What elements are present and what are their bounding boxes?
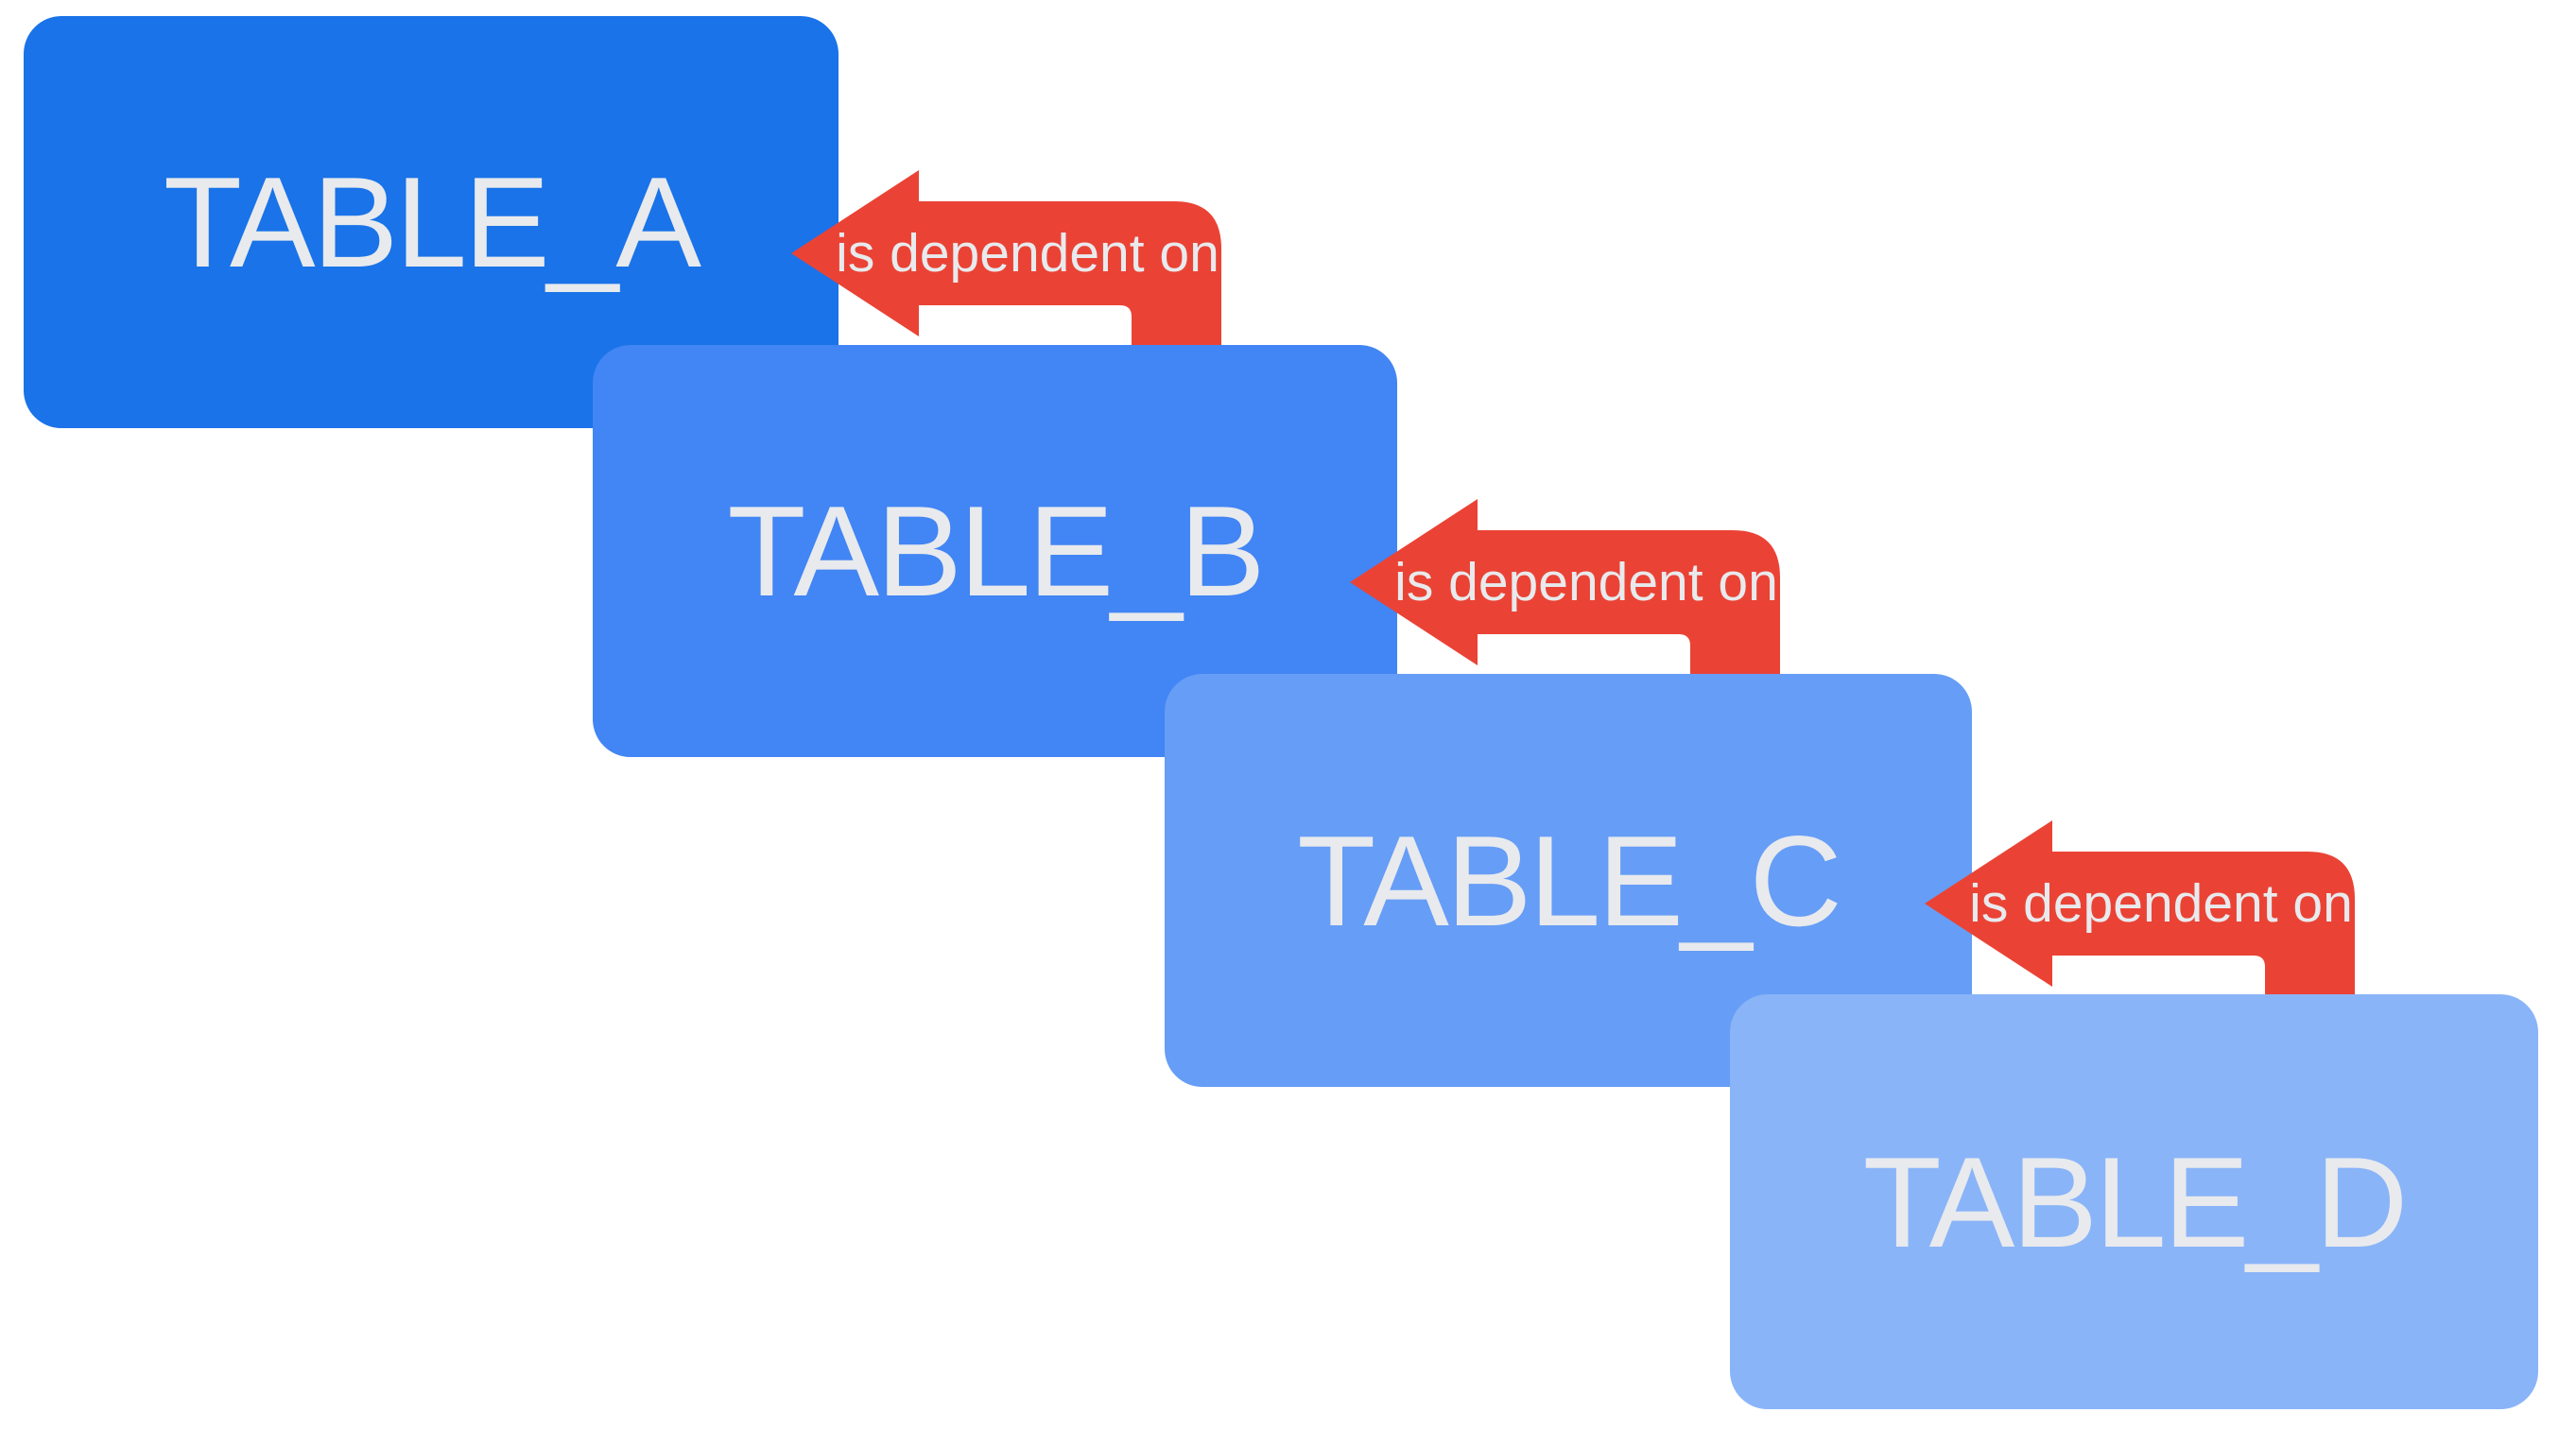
dependency-arrow-label: is dependent on [836,222,1219,284]
dependency-arrow-b-to-a: is dependent on [791,166,1226,355]
dependency-arrow-d-to-c: is dependent on [1925,817,2360,1006]
arrow-left-icon [791,170,1221,355]
table-node-label-c: TABLE_C [1297,808,1842,953]
table-node-table-d: TABLE_D [1730,994,2538,1409]
table-node-label-d: TABLE_D [1862,1129,2409,1274]
arrow-left-icon [1350,499,1780,684]
arrow-left-shape [1925,820,2355,1006]
arrow-left-shape [1350,499,1780,684]
dependency-arrow-label: is dependent on [1969,872,2353,934]
arrow-left-shape [791,170,1221,355]
dependency-arrow-c-to-b: is dependent on [1350,495,1785,684]
dependency-arrow-label: is dependent on [1394,551,1778,612]
arrow-left-icon [1925,820,2355,1006]
table-node-label-a: TABLE_A [163,150,701,294]
table-node-table-a: TABLE_A [24,16,838,428]
table-node-label-b: TABLE_B [727,479,1265,623]
